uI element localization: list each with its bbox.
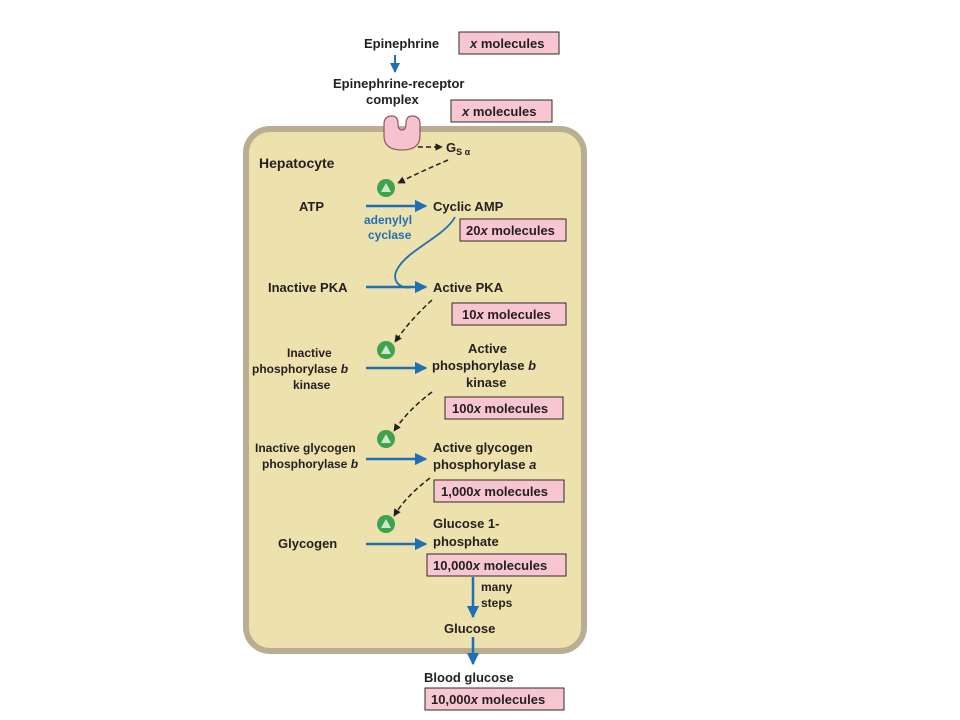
camp-amount-text: 20x molecules <box>466 223 555 238</box>
active-gp-line1: Active glycogen <box>433 440 533 455</box>
blood-amount-text: 10,000x molecules <box>431 692 545 707</box>
gp-amount-text: 1,000x molecules <box>441 484 548 499</box>
atp-label: ATP <box>299 199 324 214</box>
inactive-pka-label: Inactive PKA <box>268 280 348 295</box>
g1p-amount-text: 10,000x molecules <box>433 558 547 573</box>
complex-amount-box: x molecules <box>450 99 553 123</box>
camp-label: Cyclic AMP <box>433 199 504 214</box>
active-kinase-line2: phosphorylase b <box>432 358 536 373</box>
enzyme-label-line2: cyclase <box>368 228 412 242</box>
epinephrine-label: Epinephrine <box>364 36 439 51</box>
active-kinase-line3: kinase <box>466 375 506 390</box>
camp-amount-box: 20x molecules <box>459 218 567 242</box>
blood-glucose-label: Blood glucose <box>424 670 514 685</box>
g1p-line1: Glucose 1- <box>433 516 499 531</box>
activation-icon <box>377 341 395 359</box>
many-steps-line1: many <box>481 580 513 594</box>
complex-label-line1: Epinephrine-receptor <box>333 76 464 91</box>
inactive-kinase-line1: Inactive <box>287 346 332 360</box>
many-steps-line2: steps <box>481 596 513 610</box>
activation-icon <box>377 430 395 448</box>
pka-to-kinase-arrow <box>394 299 433 343</box>
kinase-amount-box: 100x molecules <box>444 396 564 420</box>
complex-label-line2: complex <box>366 92 420 107</box>
complex-amount-text: x molecules <box>461 104 536 119</box>
active-pka-label: Active PKA <box>433 280 504 295</box>
inactive-kinase-line2: phosphorylase b <box>252 362 348 376</box>
gp-to-glycogen-arrow <box>393 477 431 517</box>
cell-label: Hepatocyte <box>259 155 335 171</box>
gs-alpha-label: GS α <box>446 140 471 157</box>
kinase-amount-text: 100x molecules <box>452 401 548 416</box>
activation-icon <box>377 179 395 197</box>
inactive-gp-line2: phosphorylase b <box>262 457 358 471</box>
pka-amount-box: 10x molecules <box>451 302 567 326</box>
gs-to-cyclase-arrow <box>397 159 449 184</box>
gp-amount-box: 1,000x molecules <box>433 479 565 503</box>
enzyme-label-line1: adenylyl <box>364 213 412 227</box>
active-gp-line2: phosphorylase a <box>433 457 536 472</box>
inactive-gp-line1: Inactive glycogen <box>255 441 356 455</box>
g1p-amount-box: 10,000x molecules <box>426 553 567 577</box>
g1p-line2: phosphate <box>433 534 499 549</box>
pka-amount-text: 10x molecules <box>462 307 551 322</box>
glycogen-label: Glycogen <box>278 536 337 551</box>
inactive-kinase-line3: kinase <box>293 378 331 392</box>
activation-icon <box>377 515 395 533</box>
receptor-icon <box>383 115 421 151</box>
glucose-label: Glucose <box>444 621 495 636</box>
epinephrine-amount-box: x molecules <box>458 31 560 55</box>
blood-amount-box: 10,000x molecules <box>424 687 565 711</box>
kinase-to-gp-arrow <box>393 391 433 432</box>
active-kinase-line1: Active <box>468 341 507 356</box>
epinephrine-amount-text: x molecules <box>469 36 544 51</box>
